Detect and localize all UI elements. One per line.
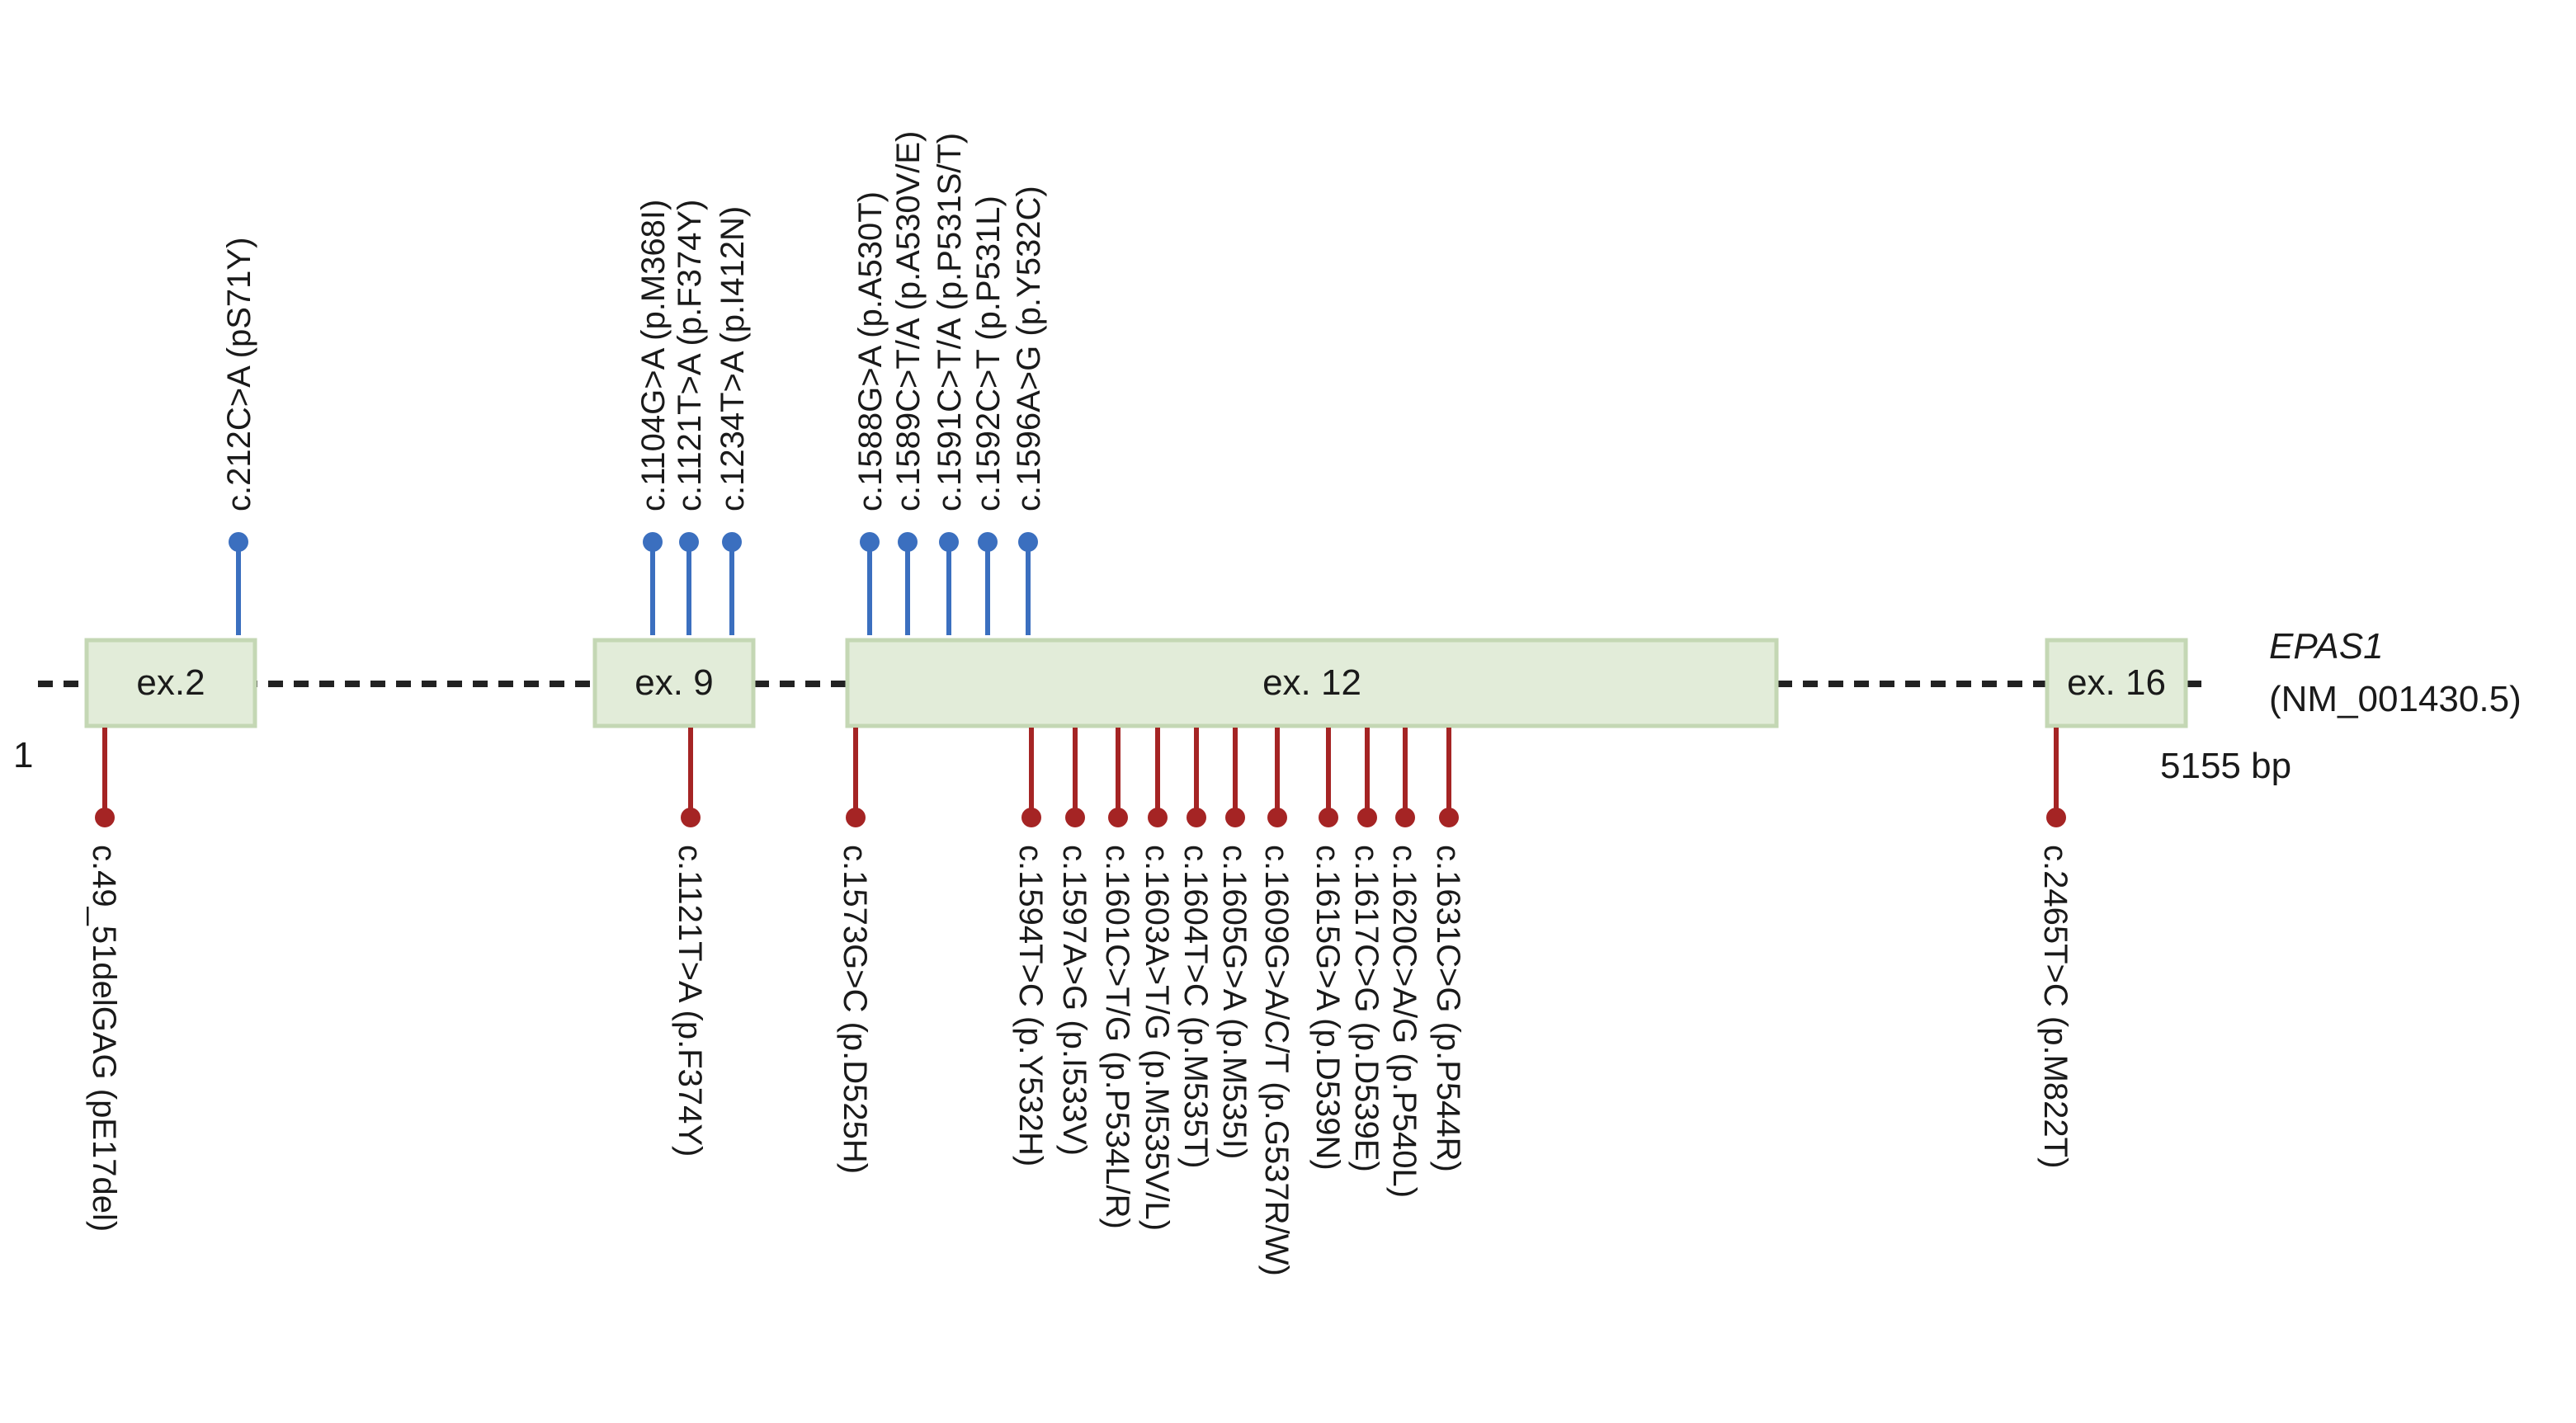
marker-dot: [1065, 808, 1085, 827]
marker-dot: [229, 532, 248, 552]
mutation-label: c.1588G>A (p.A530T): [852, 191, 889, 511]
mutation-marker-above: c.212C>A (pS71Y): [221, 238, 257, 635]
marker-dot: [1439, 808, 1459, 827]
mutation-marker-below: c.1597A>G (p.I533V): [1056, 728, 1092, 1156]
mutation-marker-below: c.1605G>A (p.M535I): [1216, 728, 1253, 1159]
gene-length-label: 5155 bp: [2160, 746, 2291, 786]
mutation-marker-below: c.49_51delGAG (pE17del): [86, 728, 122, 1232]
mutation-marker-above: c.1592C>T (p.P531L): [970, 196, 1007, 635]
exon-ex12: ex. 12: [845, 638, 1779, 728]
mutation-label: c.1234T>A (p.I412N): [715, 206, 751, 511]
mutation-marker-below: c.1615G>A (p.D539N): [1309, 728, 1346, 1171]
exon-label: ex. 16: [2067, 662, 2166, 703]
marker-dot: [860, 532, 880, 552]
mutation-label: c.1591C>T/A (p.P531S/T): [932, 133, 968, 511]
mutation-label: c.1604T>C (p.M535T): [1177, 845, 1214, 1168]
mutation-label: c.1631C>G (p.P544R): [1430, 845, 1466, 1172]
exon-label: ex.2: [136, 662, 205, 703]
mutation-marker-below: c.1620C>A/G (p.P540L): [1386, 728, 1422, 1198]
mutation-label: c.1573G>C (p.D525H): [837, 845, 873, 1174]
mutation-marker-below: c.1609G>A/C/T (p.G537R/W): [1258, 728, 1295, 1276]
mutation-label: c.1594T>C (p.Y532H): [1012, 845, 1049, 1166]
marker-dot: [1357, 808, 1377, 827]
mutations-below-group: c.49_51delGAG (pE17del) c.1121T>A (p.F374…: [86, 728, 2074, 1276]
exon-label: ex. 12: [1262, 662, 1361, 703]
exon-ex2: ex.2: [84, 638, 257, 728]
mutation-marker-below: c.1121T>A (p.F374Y): [672, 728, 708, 1157]
mutation-marker-below: c.1603A>T/G (p.M535V/L): [1139, 728, 1175, 1231]
marker-dot: [722, 532, 742, 552]
marker-dot: [1187, 808, 1206, 827]
mutation-marker-below: c.2465T>C (p.M822T): [2037, 728, 2074, 1168]
mutation-label: c.1615G>A (p.D539N): [1309, 845, 1346, 1171]
mutation-marker-below: c.1617C>G (p.D539E): [1348, 728, 1385, 1172]
marker-dot: [2046, 808, 2066, 827]
mutation-label: c.1596A>G (p.Y532C): [1011, 186, 1047, 511]
mutation-label: c.2465T>C (p.M822T): [2037, 845, 2074, 1168]
marker-dot: [1148, 808, 1168, 827]
mutation-label: c.1620C>A/G (p.P540L): [1386, 845, 1422, 1198]
mutation-label: c.1603A>T/G (p.M535V/L): [1139, 845, 1175, 1231]
transcript-id: (NM_001430.5): [2269, 679, 2522, 719]
marker-dot: [846, 808, 866, 827]
marker-dot: [1395, 808, 1415, 827]
exon-label: ex. 9: [635, 662, 713, 703]
mutation-label: c.1104G>A (p.M368I): [635, 200, 672, 511]
mutation-marker-above: c.1588G>A (p.A530T): [852, 191, 889, 635]
mutation-marker-above: c.1104G>A (p.M368I): [635, 200, 672, 635]
marker-dot: [1021, 808, 1041, 827]
mutation-marker-below: c.1604T>C (p.M535T): [1177, 728, 1214, 1168]
mutations-above-group: c.212C>A (pS71Y) c.1104G>A (p.M368I)c.112…: [221, 131, 1047, 635]
mutation-label: c.49_51delGAG (pE17del): [86, 845, 122, 1232]
mutation-label: c.1121T>A (p.F374Y): [672, 845, 708, 1157]
mutation-label: c.212C>A (pS71Y): [221, 238, 257, 511]
marker-dot: [939, 532, 959, 552]
mutation-marker-below: c.1601C>T/G (p.P534L/R): [1099, 728, 1135, 1229]
start-position-label: 1: [13, 735, 33, 775]
marker-dot: [1267, 808, 1287, 827]
exon-ex16: ex. 16: [2045, 638, 2188, 728]
mutation-label: c.1617C>G (p.D539E): [1348, 845, 1385, 1172]
mutation-label: c.1592C>T (p.P531L): [970, 196, 1007, 511]
exon-ex9: ex. 9: [592, 638, 756, 728]
mutation-marker-above: c.1596A>G (p.Y532C): [1011, 186, 1047, 635]
mutation-label: c.1605G>A (p.M535I): [1216, 845, 1253, 1159]
mutation-marker-below: c.1594T>C (p.Y532H): [1012, 728, 1049, 1166]
marker-dot: [1225, 808, 1245, 827]
mutation-marker-above: c.1591C>T/A (p.P531S/T): [932, 133, 968, 635]
mutation-label: c.1589C>T/A (p.A530V/E): [890, 131, 927, 511]
mutation-marker-below: c.1631C>G (p.P544R): [1430, 728, 1466, 1172]
marker-dot: [643, 532, 663, 552]
mutation-marker-above: c.1234T>A (p.I412N): [715, 206, 751, 635]
mutation-label: c.1597A>G (p.I533V): [1056, 845, 1092, 1156]
mutation-marker-below: c.1573G>C (p.D525H): [837, 728, 873, 1174]
mutation-marker-above: c.1589C>T/A (p.A530V/E): [890, 131, 927, 635]
marker-dot: [95, 808, 115, 827]
mutation-marker-above: c.1121T>A (p.F374Y): [672, 200, 708, 635]
mutation-label: c.1121T>A (p.F374Y): [672, 200, 708, 511]
marker-dot: [679, 532, 699, 552]
marker-dot: [681, 808, 701, 827]
mutation-label: c.1601C>T/G (p.P534L/R): [1099, 845, 1135, 1229]
marker-dot: [1108, 808, 1128, 827]
gene-name: EPAS1: [2269, 626, 2384, 667]
marker-dot: [898, 532, 918, 552]
marker-dot: [1018, 532, 1038, 552]
marker-dot: [1319, 808, 1338, 827]
mutation-label: c.1609G>A/C/T (p.G537R/W): [1258, 845, 1295, 1276]
marker-dot: [978, 532, 998, 552]
